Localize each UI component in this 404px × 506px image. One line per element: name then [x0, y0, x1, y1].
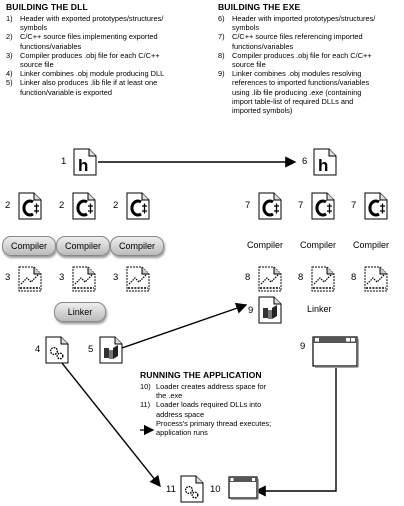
exe-step-9: 9)Linker combines .obj modules resolving… [218, 69, 370, 116]
source-file-dll-label-3: 2 [113, 200, 119, 211]
exe-step-6: 6)Header with imported prototypes/struct… [218, 14, 376, 33]
obj-file-dll-icon-1 [18, 266, 42, 292]
compiler-pill-dll-2: Compiler [56, 236, 110, 256]
label-4: 4 [35, 344, 41, 355]
run-title: RUNNING THE APPLICATION [140, 370, 262, 380]
obj-file-exe-label-3: 8 [351, 272, 357, 283]
dll-step-3: 3)Compiler produces .obj file for each C… [6, 50, 160, 70]
arrow-dll-4-to-11 [57, 357, 161, 488]
source-file-exe-icon-2 [311, 192, 335, 220]
source-file-dll-icon-1 [18, 192, 42, 220]
header-file-icon-6: h [313, 148, 337, 176]
label-10: 10 [210, 484, 221, 495]
obj-file-dll-icon-3 [126, 266, 150, 292]
linker-label-exe: Linker [307, 304, 332, 314]
compiler-pill-dll-3: Compiler [110, 236, 164, 256]
source-file-exe-icon-1 [258, 192, 282, 220]
arrow-lib-5-to-9 [121, 302, 248, 349]
source-file-exe-label-3: 7 [351, 200, 357, 211]
source-file-dll-icon-3 [126, 192, 150, 220]
lib-file-icon [99, 336, 123, 364]
obj-file-dll-label-1: 3 [5, 272, 11, 283]
linker-pill-dll: Linker [54, 302, 106, 322]
obj-file-dll-icon-2 [72, 266, 96, 292]
label-11: 11 [166, 484, 176, 495]
obj-file-dll-label-3: 3 [113, 272, 119, 283]
obj-file-exe-icon-2 [311, 266, 335, 292]
arrow-exe-9-to-10 [254, 368, 337, 497]
dll-file-icon [45, 336, 69, 364]
source-file-dll-label-1: 2 [5, 200, 11, 211]
dll-step-1: 1)Header with exported prototypes/struct… [6, 14, 164, 33]
exe-step-7: 7)C/C++ source files referencing importe… [218, 32, 363, 51]
exe-window-icon [312, 336, 359, 368]
obj-file-exe-icon-3 [364, 266, 388, 292]
compiler-label-exe-1: Compiler [247, 240, 284, 250]
source-file-dll-icon-2 [72, 192, 96, 220]
label-1: 1 [61, 156, 67, 167]
obj-file-dll-label-2: 3 [59, 272, 65, 283]
obj-file-exe-icon-1 [258, 266, 282, 292]
label-6: 6 [302, 156, 308, 167]
exe-file-icon [258, 296, 282, 324]
label-9b: 9 [300, 341, 306, 352]
exe-steps: 6)Header with imported prototypes/struct… [218, 14, 402, 115]
loaded-dll-icon [180, 475, 204, 503]
exe-title: BUILDING THE EXE [218, 2, 301, 12]
obj-file-exe-label-2: 8 [298, 272, 304, 283]
svg-text:h: h [318, 156, 328, 175]
exe-step-8: 8)Compiler produces .obj file for each C… [218, 50, 372, 70]
obj-file-exe-label-1: 8 [245, 272, 251, 283]
run-step-thread: Process's primary thread executes;applic… [156, 418, 272, 438]
dll-step-4: 4)Linker combines .obj module producing … [6, 69, 165, 79]
compiler-label-exe-2: Compiler [300, 240, 337, 250]
source-file-exe-icon-3 [364, 192, 388, 220]
compiler-pill-dll-1: Compiler [2, 236, 56, 256]
label-9a: 9 [248, 305, 254, 316]
dll-step-5: 5)Linker also produces .lib file if at l… [6, 78, 158, 97]
dll-title: BUILDING THE DLL [6, 2, 88, 12]
compiler-label-exe-3: Compiler [353, 240, 390, 250]
source-file-exe-label-2: 7 [298, 200, 304, 211]
label-5: 5 [88, 344, 94, 355]
dll-step-2: 2)C/C++ source files implementing export… [6, 32, 158, 51]
source-file-dll-label-2: 2 [59, 200, 65, 211]
source-file-exe-label-1: 7 [245, 200, 251, 211]
dll-steps: 1)Header with exported prototypes/struct… [6, 14, 206, 97]
header-file-icon-1: h [73, 148, 97, 176]
running-window-icon [228, 476, 259, 500]
svg-text:h: h [78, 156, 88, 175]
